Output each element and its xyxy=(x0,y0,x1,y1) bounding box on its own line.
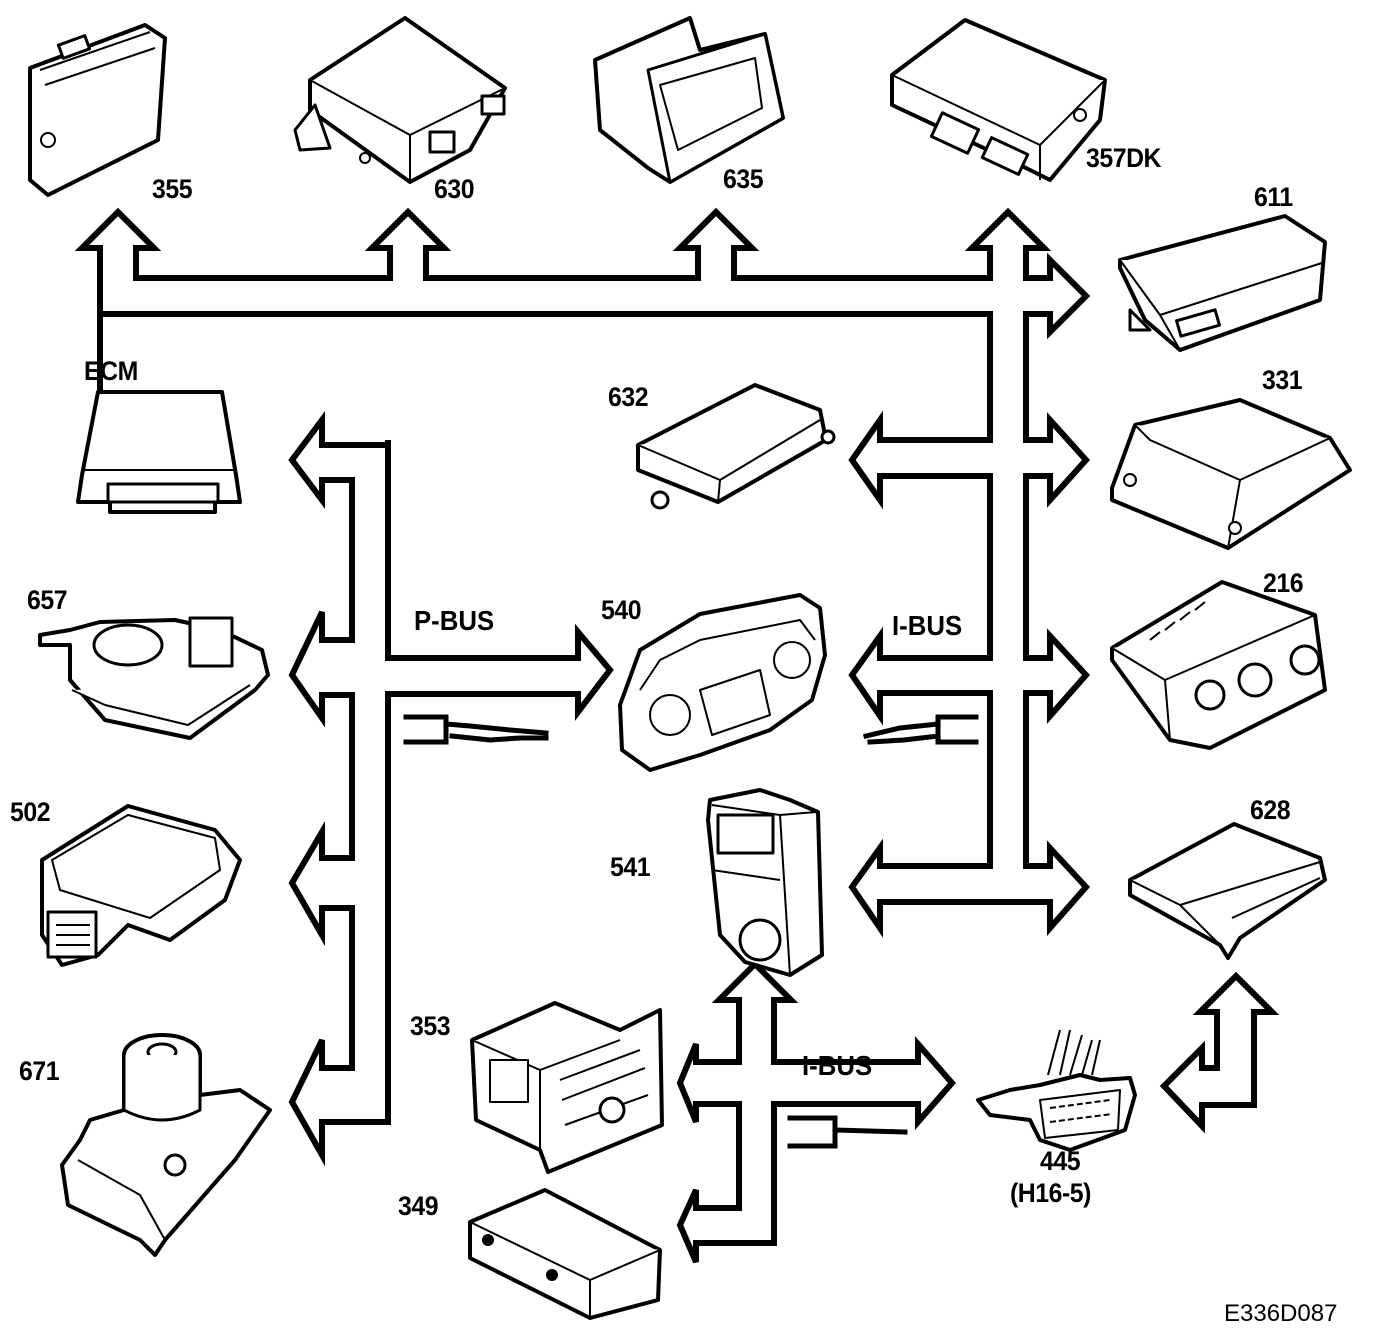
label-445: 445 xyxy=(1040,1146,1081,1176)
module-353-icon[interactable] xyxy=(470,1001,664,1174)
figure-id: E336D087 xyxy=(1224,1300,1338,1327)
connector-445-icon[interactable] xyxy=(976,1029,1137,1152)
diag-link-628 xyxy=(1159,971,1280,1134)
i-bus-top-lower-rail xyxy=(97,311,993,443)
module-657-icon[interactable] xyxy=(38,616,270,740)
i-bus-connector-stub xyxy=(862,714,979,745)
label-331: 331 xyxy=(1262,365,1303,395)
label-355: 355 xyxy=(152,174,193,204)
label-216: 216 xyxy=(1263,568,1304,598)
lower-connector-stub xyxy=(787,1115,908,1149)
label-657: 657 xyxy=(27,585,68,615)
label-p-bus: P-BUS xyxy=(414,605,495,636)
i-bus-upper-trunk xyxy=(848,311,1091,938)
module-632-icon[interactable] xyxy=(636,383,836,510)
label-630: 630 xyxy=(434,174,475,204)
module-349-icon[interactable] xyxy=(468,1188,662,1320)
i-bus-lower-network xyxy=(676,959,956,1264)
module-671-icon[interactable] xyxy=(60,1033,272,1257)
label-671: 671 xyxy=(19,1056,60,1086)
i-bus-top-network xyxy=(74,207,1091,423)
label-353: 353 xyxy=(410,1011,451,1041)
label-ecm: ECM xyxy=(84,356,138,386)
module-ecm-icon[interactable] xyxy=(76,390,242,514)
module-611-icon[interactable] xyxy=(1118,214,1327,352)
label-540: 540 xyxy=(601,595,642,625)
module-628-icon[interactable] xyxy=(1128,822,1327,960)
label-i-bus-lower: I-BUS xyxy=(802,1050,873,1081)
label-445-sub: (H16-5) xyxy=(1010,1178,1091,1208)
module-502-icon[interactable] xyxy=(40,804,242,967)
label-632: 632 xyxy=(608,382,649,412)
p-bus-trunk xyxy=(288,411,614,1167)
module-216-icon[interactable] xyxy=(1110,580,1327,750)
label-635: 635 xyxy=(723,164,764,194)
module-630-icon[interactable] xyxy=(293,16,507,184)
module-540-icon[interactable] xyxy=(618,593,827,772)
label-502: 502 xyxy=(10,797,51,827)
label-628: 628 xyxy=(1250,795,1291,825)
p-bus-connector-stub xyxy=(403,714,549,745)
module-541-icon[interactable] xyxy=(706,788,824,977)
module-331-icon[interactable] xyxy=(1110,398,1352,550)
module-635-icon[interactable] xyxy=(593,16,785,184)
label-541: 541 xyxy=(610,852,651,882)
module-357dk-icon[interactable] xyxy=(890,18,1107,182)
module-355-icon[interactable] xyxy=(28,23,167,197)
label-357dk: 357DK xyxy=(1086,143,1162,173)
label-611: 611 xyxy=(1254,182,1293,212)
label-349: 349 xyxy=(398,1191,439,1221)
label-i-bus-upper: I-BUS xyxy=(892,610,963,641)
